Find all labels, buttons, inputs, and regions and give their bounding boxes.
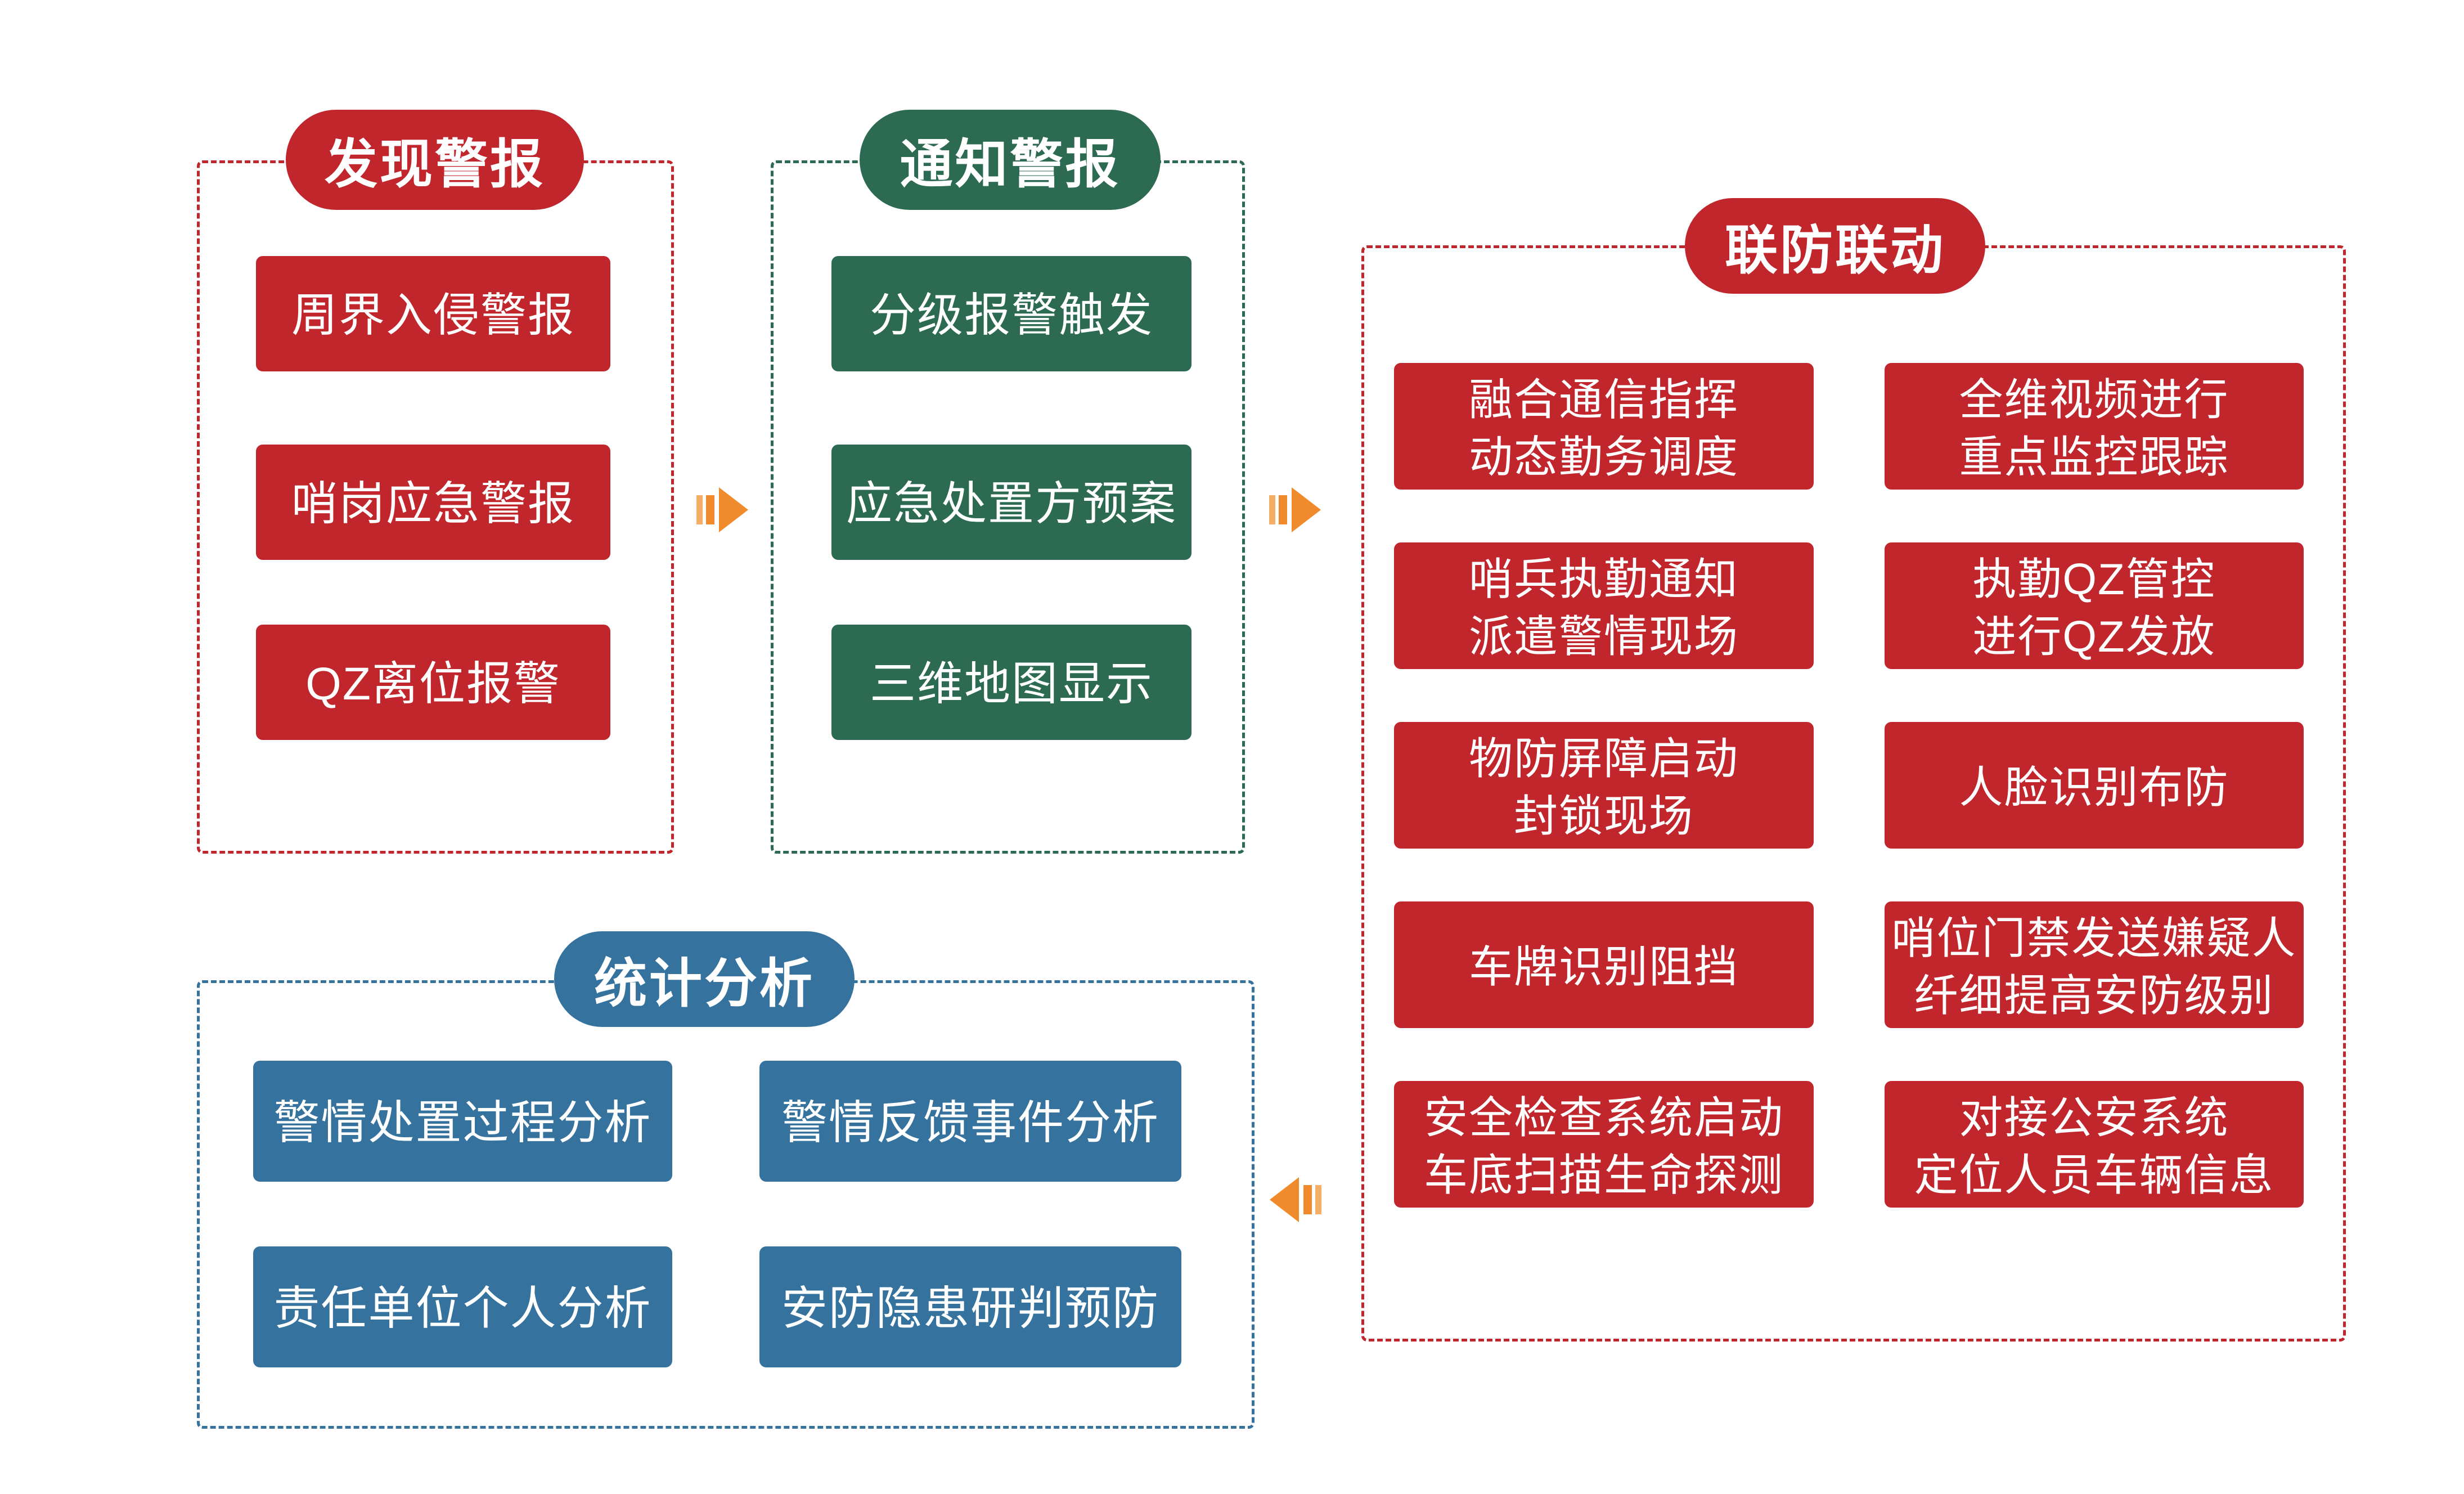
discover-item: QZ离位报警 xyxy=(256,625,610,740)
stats-item: 责任单位个人分析 xyxy=(253,1246,672,1367)
flow-arrow-right-icon xyxy=(696,487,748,532)
linkage-item: 全维视频进行 重点监控跟踪 xyxy=(1885,363,2304,490)
linkage-item: 物防屏障启动 封锁现场 xyxy=(1394,722,1814,849)
stats-item: 安防隐患研判预防 xyxy=(759,1246,1181,1367)
notify-item: 三维地图显示 xyxy=(831,625,1191,740)
linkage-item: 融合通信指挥 动态勤务调度 xyxy=(1394,363,1814,490)
arrow-stripe xyxy=(1303,1185,1312,1214)
arrow-stripe xyxy=(706,495,714,524)
linkage-item: 车牌识别阻挡 xyxy=(1394,901,1814,1028)
arrow-stripe xyxy=(696,495,703,524)
flow-arrow-right-icon xyxy=(1269,487,1321,532)
discover-item: 哨岗应急警报 xyxy=(256,445,610,560)
group-discover-pill: 发现警报 xyxy=(286,110,584,210)
linkage-item: 哨兵执勤通知 派遣警情现场 xyxy=(1394,542,1814,669)
arrow-head xyxy=(1292,487,1321,532)
linkage-item: 哨位门禁发送嫌疑人 纤细提高安防级别 xyxy=(1885,901,2304,1028)
arrow-stripe xyxy=(1269,495,1275,524)
group-stats-pill: 统计分析 xyxy=(554,931,855,1027)
flow-arrow-left-icon xyxy=(1270,1177,1321,1222)
stats-item: 警情处置过程分析 xyxy=(253,1061,672,1182)
group-notify-title: 通知警报 xyxy=(900,134,1121,194)
notify-item: 分级报警触发 xyxy=(831,256,1191,371)
arrow-stripe xyxy=(1315,1185,1321,1214)
linkage-item: 对接公安系统 定位人员车辆信息 xyxy=(1885,1081,2304,1208)
arrow-head xyxy=(719,487,748,532)
linkage-item: 执勤QZ管控 进行QZ发放 xyxy=(1885,542,2304,669)
arrow-stripe xyxy=(1279,495,1287,524)
discover-item: 周界入侵警报 xyxy=(256,256,610,371)
linkage-item: 人脸识别布防 xyxy=(1885,722,2304,849)
group-linkage-pill: 联防联动 xyxy=(1685,198,1985,294)
group-stats-title: 统计分析 xyxy=(593,954,815,1013)
arrow-head xyxy=(1270,1177,1299,1222)
group-linkage-title: 联防联动 xyxy=(1724,221,1945,280)
notify-item: 应急处置方预案 xyxy=(831,445,1191,560)
group-discover-title: 发现警报 xyxy=(324,134,545,194)
linkage-item: 安全检查系统启动 车底扫描生命探测 xyxy=(1394,1081,1814,1208)
group-notify-pill: 通知警报 xyxy=(860,110,1161,210)
stats-item: 警情反馈事件分析 xyxy=(759,1061,1181,1182)
